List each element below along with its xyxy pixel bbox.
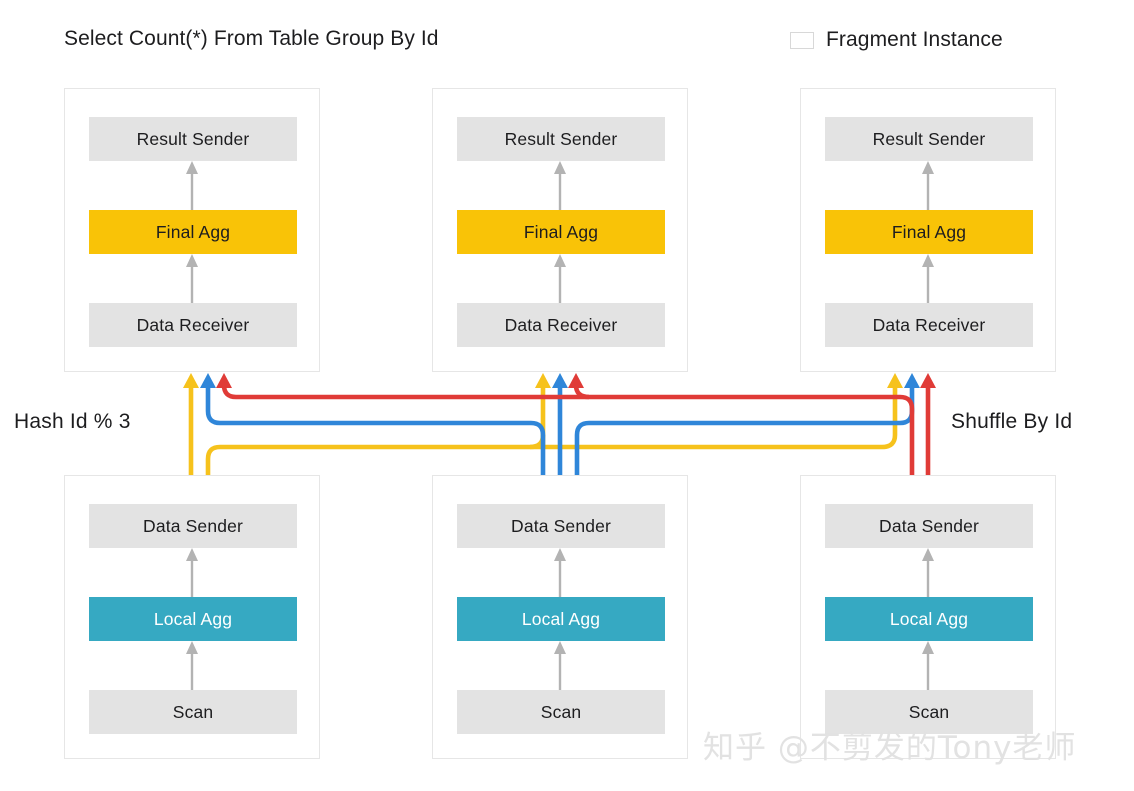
bottom-fragment-1[interactable]: Data Sender Local Agg Scan xyxy=(432,475,688,759)
connector-arrow-up-icon xyxy=(185,254,199,303)
operator-data-receiver[interactable]: Data Receiver xyxy=(89,303,297,347)
shuffle-by-id-label: Shuffle By Id xyxy=(951,410,1073,433)
operator-local-agg[interactable]: Local Agg xyxy=(825,597,1033,641)
operator-scan[interactable]: Scan xyxy=(457,690,665,734)
connector-arrow-up-icon xyxy=(553,254,567,303)
top-fragment-2[interactable]: Result Sender Final Agg Data Receiver xyxy=(800,88,1056,372)
watermark: 知乎 @不剪发的Tony老师 xyxy=(703,730,1077,766)
connector-arrow-up-icon xyxy=(553,161,567,210)
operator-result-sender[interactable]: Result Sender xyxy=(825,117,1033,161)
operator-data-sender[interactable]: Data Sender xyxy=(825,504,1033,548)
operator-final-agg[interactable]: Final Agg xyxy=(825,210,1033,254)
legend: Fragment Instance xyxy=(790,28,1003,52)
bottom-fragment-2[interactable]: Data Sender Local Agg Scan xyxy=(800,475,1056,759)
connector-arrow-up-icon xyxy=(553,641,567,690)
operator-data-receiver[interactable]: Data Receiver xyxy=(457,303,665,347)
connector-arrow-up-icon xyxy=(921,641,935,690)
hash-id-label: Hash Id % 3 xyxy=(14,410,131,433)
operator-scan[interactable]: Scan xyxy=(89,690,297,734)
connector-arrow-up-icon xyxy=(185,161,199,210)
operator-final-agg[interactable]: Final Agg xyxy=(89,210,297,254)
page-title: Select Count(*) From Table Group By Id xyxy=(64,27,439,50)
connector-arrow-up-icon xyxy=(921,254,935,303)
connector-arrow-up-icon xyxy=(185,641,199,690)
operator-result-sender[interactable]: Result Sender xyxy=(89,117,297,161)
connector-arrow-up-icon xyxy=(553,548,567,597)
operator-local-agg[interactable]: Local Agg xyxy=(457,597,665,641)
operator-result-sender[interactable]: Result Sender xyxy=(457,117,665,161)
empty-square-icon xyxy=(790,31,814,49)
operator-final-agg[interactable]: Final Agg xyxy=(457,210,665,254)
connector-arrow-up-icon xyxy=(921,548,935,597)
operator-data-sender[interactable]: Data Sender xyxy=(457,504,665,548)
connector-arrow-up-icon xyxy=(185,548,199,597)
operator-local-agg[interactable]: Local Agg xyxy=(89,597,297,641)
bottom-fragment-0[interactable]: Data Sender Local Agg Scan xyxy=(64,475,320,759)
top-fragment-1[interactable]: Result Sender Final Agg Data Receiver xyxy=(432,88,688,372)
legend-label: Fragment Instance xyxy=(826,28,1003,51)
operator-scan[interactable]: Scan xyxy=(825,690,1033,734)
operator-data-sender[interactable]: Data Sender xyxy=(89,504,297,548)
top-fragment-0[interactable]: Result Sender Final Agg Data Receiver xyxy=(64,88,320,372)
connector-arrow-up-icon xyxy=(921,161,935,210)
operator-data-receiver[interactable]: Data Receiver xyxy=(825,303,1033,347)
